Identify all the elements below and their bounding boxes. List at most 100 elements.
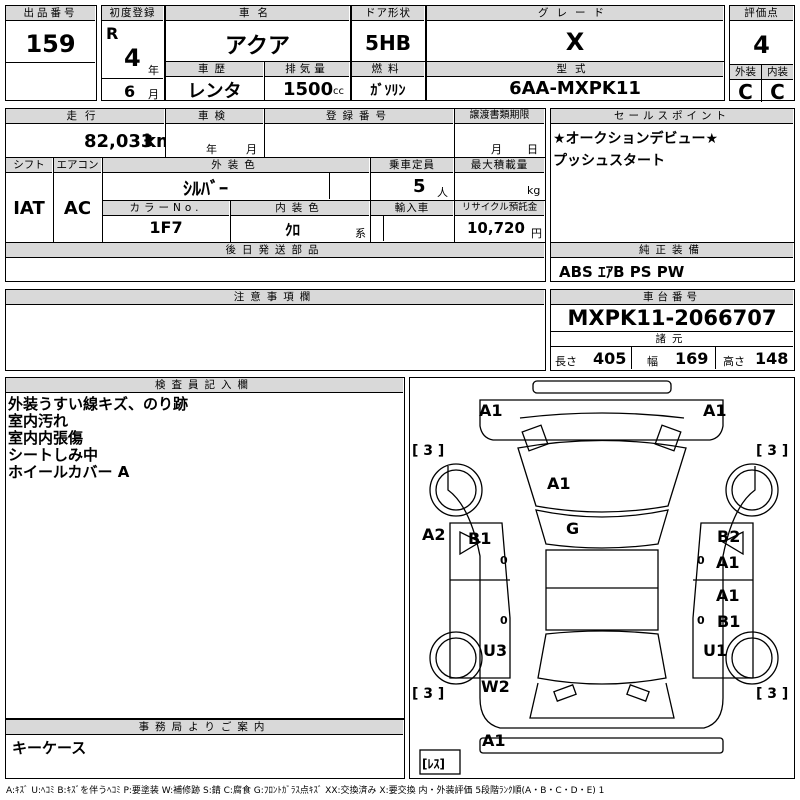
grade-label: グレード bbox=[427, 6, 723, 20]
ext-color-value: ｼﾙﾊﾞｰ bbox=[183, 179, 228, 200]
int-color-cell: 内装色 ｸﾛ 系 bbox=[230, 200, 371, 243]
mileage-label: 走行 bbox=[6, 109, 164, 123]
exterior-value: C bbox=[738, 80, 753, 104]
recycle-cell: リサイクル預託金 10,720 円 bbox=[454, 200, 546, 243]
ac-value: AC bbox=[63, 198, 92, 219]
year-value: 4 bbox=[124, 44, 141, 72]
rear-bumper-shape bbox=[479, 737, 724, 754]
model-value: 6AA-MXPK11 bbox=[509, 78, 641, 99]
seats-label: 乗車定員 bbox=[371, 158, 453, 172]
door-type-label: ドア形状 bbox=[352, 6, 424, 20]
year-unit: 年 bbox=[148, 64, 159, 77]
inspector-line-3: 室内内張傷 bbox=[8, 429, 84, 447]
car-diagram: A1 A1 [ 3 ] [ 3 ] A1 G A2 B1 B2 A1 A1 B1… bbox=[412, 380, 788, 775]
car-name-cell: 車名 アクア bbox=[165, 5, 351, 62]
era-value: R bbox=[106, 24, 119, 43]
notes-label: 注意事項欄 bbox=[6, 290, 544, 304]
chassis-label: 車台番号 bbox=[551, 290, 793, 304]
mark-a1-rear: A1 bbox=[482, 731, 506, 750]
mark-g-windshield: G bbox=[566, 519, 579, 538]
left-body-side bbox=[447, 466, 481, 698]
lot-number-label: 出品番号 bbox=[6, 6, 95, 20]
transfer-month-unit: 月 bbox=[491, 143, 502, 156]
office-value: キーケース bbox=[12, 739, 87, 757]
front-outline-shape bbox=[479, 399, 724, 441]
first-registration-cell: 初度登録 R 4 年 6 月 bbox=[101, 5, 165, 101]
reg-number-label: 登録番号 bbox=[265, 109, 453, 123]
mileage-value: 82,033 bbox=[84, 131, 154, 152]
color-no-value: 1F7 bbox=[149, 218, 183, 237]
first-registration-label: 初度登録 bbox=[102, 6, 163, 20]
month-unit: 月 bbox=[148, 88, 159, 101]
mark-zero-1: 0 bbox=[500, 554, 508, 567]
ac-cell: エアコン AC bbox=[53, 157, 103, 243]
exterior-label: 外装 bbox=[730, 65, 761, 79]
width-value: 169 bbox=[675, 349, 709, 368]
score-cell: 評価点 4 外装 内装 C C bbox=[729, 5, 795, 104]
mark-a1-right-rear-door: A1 bbox=[716, 586, 740, 605]
spec-label: 諸元 bbox=[551, 332, 793, 346]
inspector-line-4: シートしみ中 bbox=[8, 446, 99, 464]
reg-number-cell: 登録番号 bbox=[264, 108, 455, 158]
month-value: 6 bbox=[124, 82, 136, 101]
transfer-deadline-cell: 譲渡書類期限 月 日 bbox=[454, 108, 546, 158]
score-value: 4 bbox=[753, 31, 770, 59]
seats-unit: 人 bbox=[437, 186, 448, 199]
notes-cell: 注意事項欄 bbox=[5, 289, 546, 371]
transfer-day-unit: 日 bbox=[527, 143, 538, 156]
mark-zero-2: 0 bbox=[500, 614, 508, 627]
shift-label: シフト bbox=[6, 158, 52, 172]
sales-point-label: セールスポイント bbox=[551, 109, 793, 123]
grade-value: X bbox=[565, 28, 585, 56]
seats-value: 5 bbox=[413, 176, 426, 197]
car-name-label: 車名 bbox=[166, 6, 349, 20]
sales-point-line-1: ★オークションデビュー★ bbox=[553, 131, 719, 147]
equipment-value: ABS ｴｱB PS PW bbox=[559, 263, 685, 281]
seats-cell: 乗車定員 5 人 bbox=[370, 157, 455, 201]
later-parts-cell: 後日発送部品 bbox=[5, 242, 546, 282]
import-label: 輸入車 bbox=[371, 201, 453, 215]
max-load-unit: kg bbox=[527, 184, 541, 197]
inspection-label: 車検 bbox=[166, 109, 263, 123]
int-color-unit: 系 bbox=[355, 227, 366, 240]
chassis-cell: 車台番号 MXPK11-2066707 諸元 長さ 405 幅 169 高さ 1… bbox=[550, 289, 795, 371]
mark-tread-rl: [ 3 ] bbox=[412, 686, 444, 702]
height-label: 高さ bbox=[723, 355, 745, 368]
mark-spare: [ﾚｽ] bbox=[422, 757, 445, 771]
inspector-line-1: 外装うすい線キズ、のり跡 bbox=[8, 395, 189, 413]
office-label: 事務局よりご案内 bbox=[6, 720, 403, 734]
shift-cell: シフト IAT bbox=[5, 157, 54, 243]
mark-b2-right: B2 bbox=[717, 527, 740, 546]
interior-label: 内装 bbox=[762, 65, 793, 79]
front-bumper-shape bbox=[532, 380, 672, 394]
score-label: 評価点 bbox=[730, 6, 793, 20]
mark-a1-right-front-door: A1 bbox=[716, 553, 740, 572]
max-load-label: 最大積載量 bbox=[455, 158, 544, 172]
ext-color-label: 外装色 bbox=[103, 158, 369, 172]
door-type-cell: ドア形状 5HB bbox=[351, 5, 426, 62]
mark-a1-front-right: A1 bbox=[703, 401, 727, 420]
max-load-cell: 最大積載量 kg bbox=[454, 157, 546, 201]
recycle-unit: 円 bbox=[531, 227, 542, 240]
office-cell: 事務局よりご案内 キーケース bbox=[5, 719, 405, 779]
displacement-value: 1500 bbox=[283, 79, 334, 100]
legend-text: A:ｷｽﾞ U:ﾍｺﾐ B:ｷｽﾞを伴うﾍｺﾐ P:要塗装 W:補修跡 S:錆 … bbox=[6, 786, 605, 796]
length-label: 長さ bbox=[555, 355, 577, 368]
rear-outline-shape bbox=[479, 697, 724, 729]
displacement-unit: cc bbox=[333, 86, 344, 97]
wheel-rr bbox=[725, 631, 779, 685]
recycle-value: 10,720 bbox=[467, 219, 525, 237]
roof-shape bbox=[545, 549, 659, 631]
model-label: 型式 bbox=[427, 62, 723, 76]
mark-a1-front-left: A1 bbox=[479, 401, 503, 420]
import-cell: 輸入車 bbox=[370, 200, 455, 243]
inspection-cell: 車検 年 月 bbox=[165, 108, 265, 158]
chassis-value: MXPK11-2066707 bbox=[567, 306, 777, 330]
color-no-cell: カラーNo. 1F7 bbox=[102, 200, 231, 243]
mark-zero-3: 0 bbox=[697, 554, 705, 567]
displacement-cell: 排気量 1500 cc bbox=[264, 61, 351, 101]
mark-tread-fr: [ 3 ] bbox=[756, 443, 788, 459]
fuel-label: 燃料 bbox=[352, 62, 424, 76]
transfer-deadline-label: 譲渡書類期限 bbox=[455, 109, 544, 123]
later-parts-label: 後日発送部品 bbox=[6, 243, 544, 257]
